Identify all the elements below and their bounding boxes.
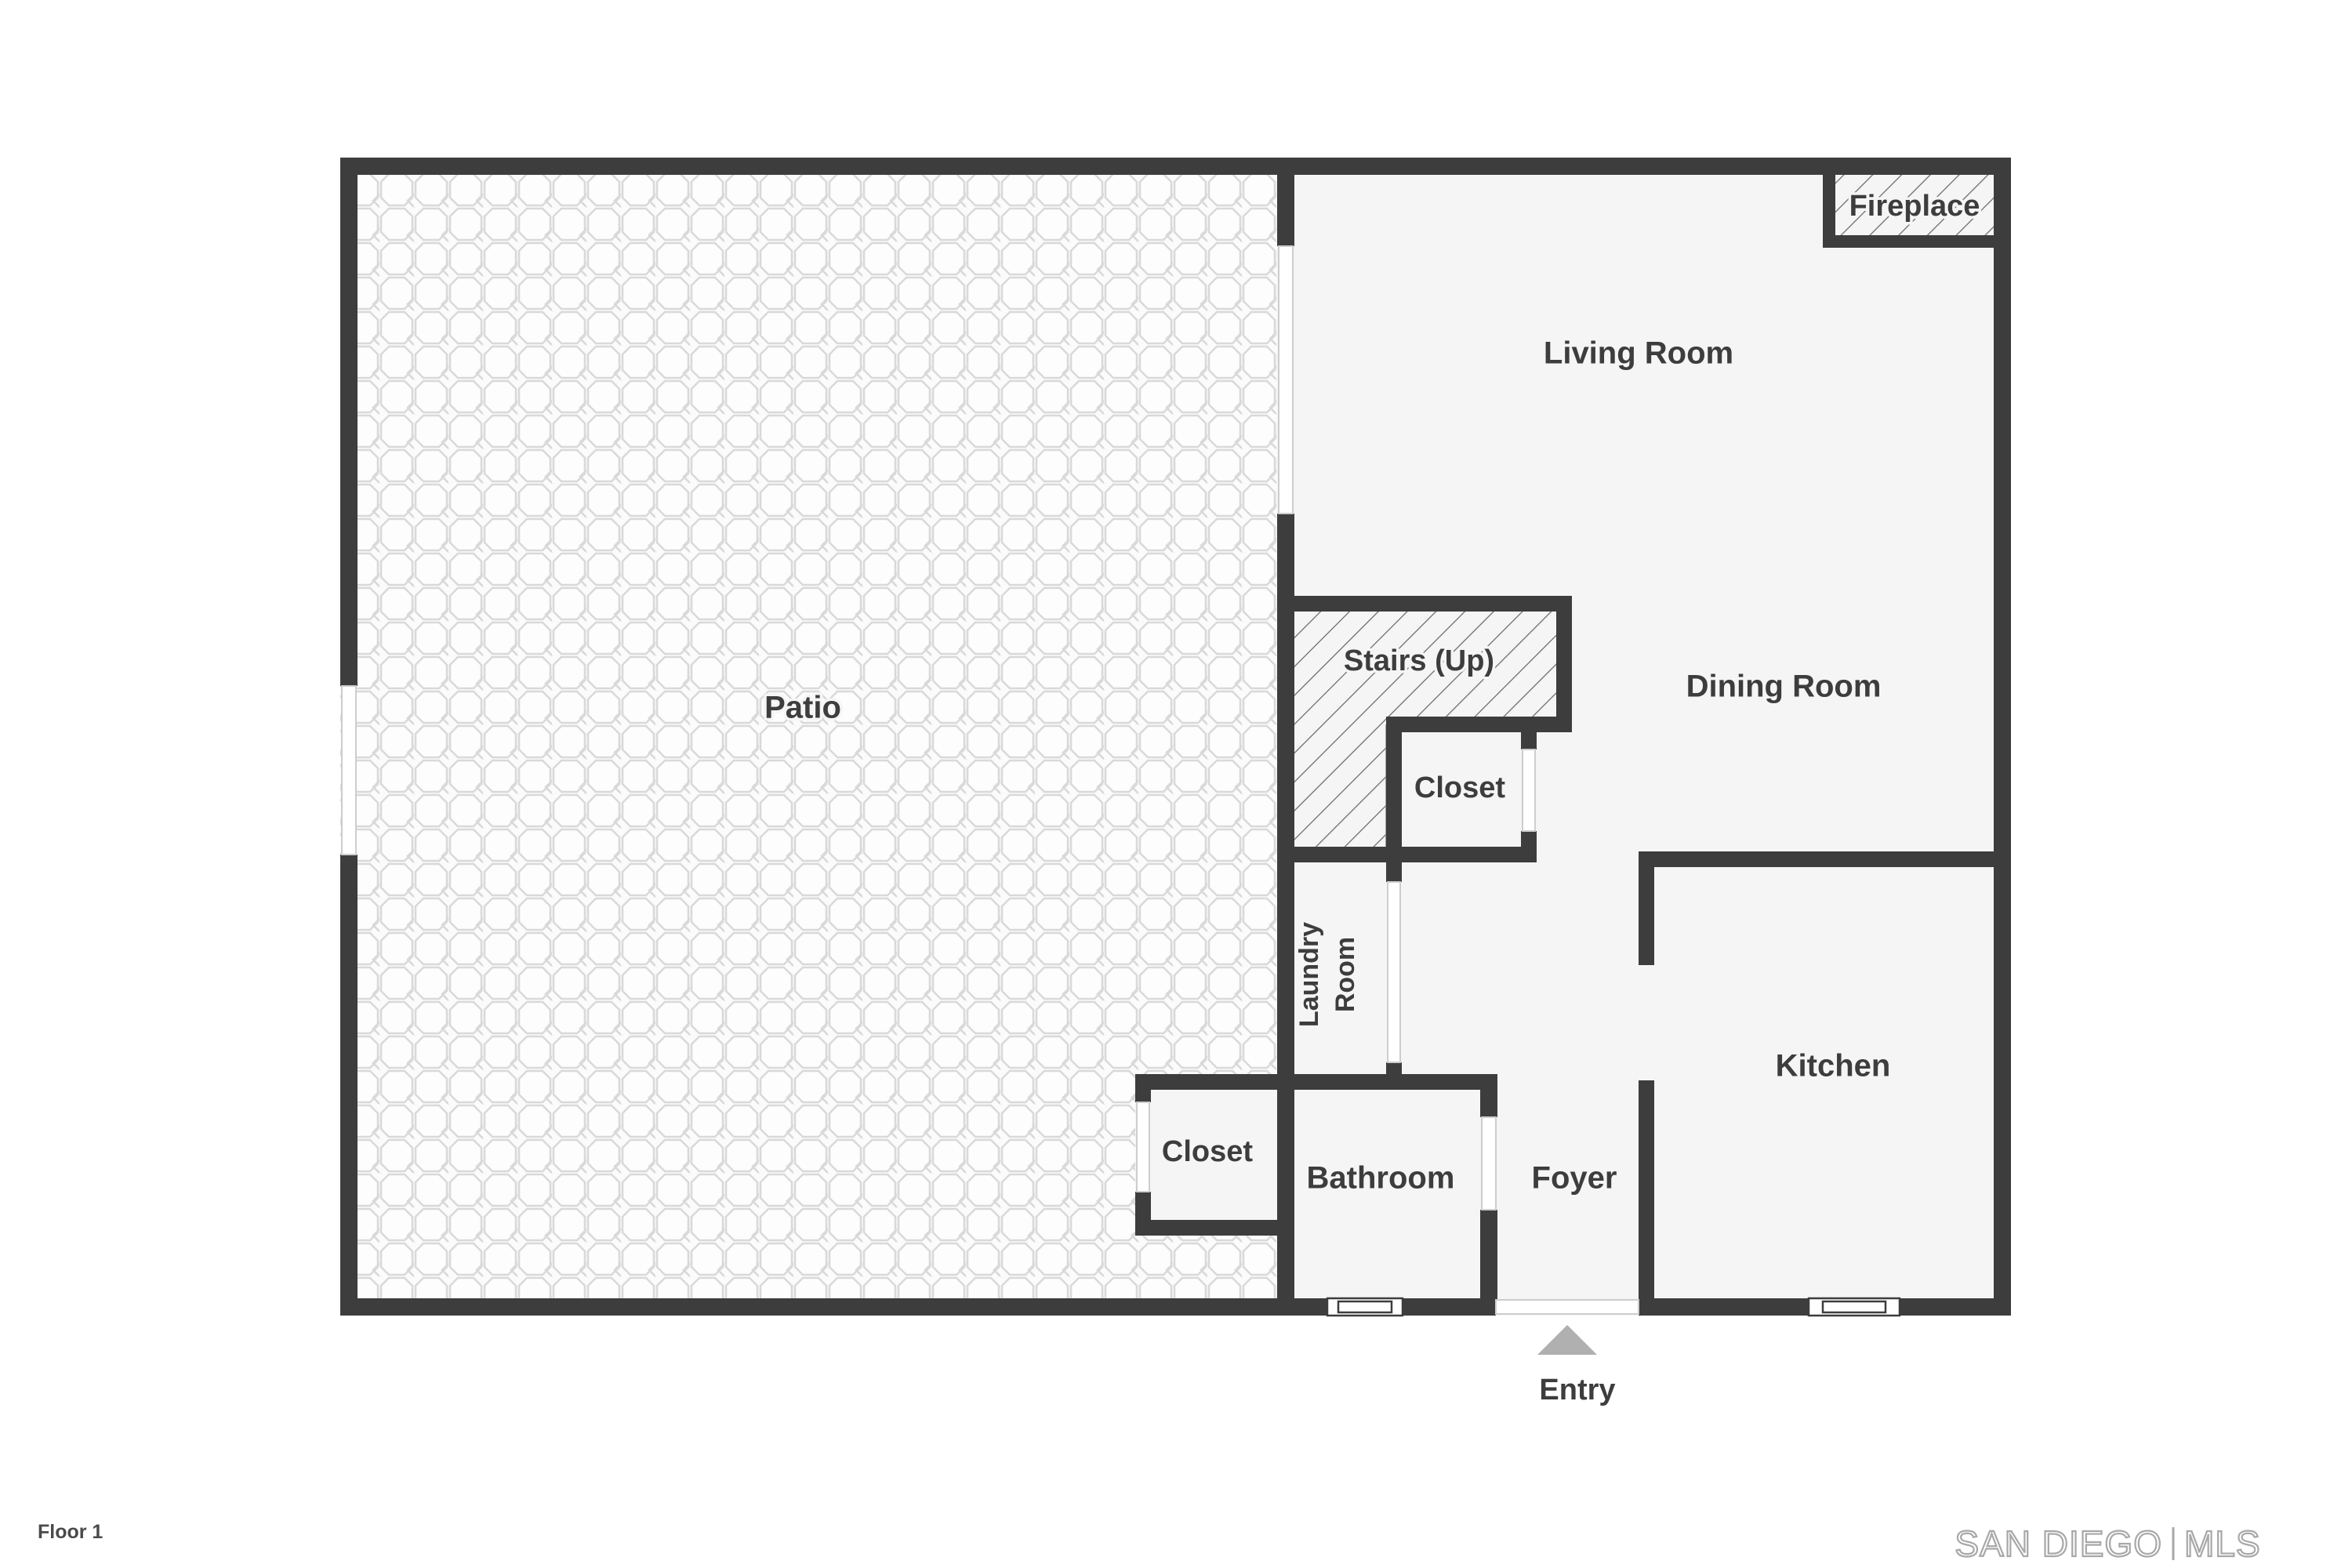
wall-bathroom-right-bottom [1480, 1210, 1497, 1314]
wall-closet-upper-bottom [1386, 847, 1537, 862]
logo-text-right: MLS [2184, 1523, 2261, 1564]
wall-fireplace-left [1823, 169, 1835, 245]
wall-laundry-right-top [1386, 862, 1402, 882]
room-label-closet-lower: Closet [1162, 1135, 1253, 1168]
wall-stairs-top [1277, 596, 1570, 612]
door-laundry-room[interactable] [1387, 881, 1401, 1063]
wall-bathroom-top [1277, 1074, 1497, 1090]
door-patio-slider[interactable] [1278, 245, 1294, 514]
door-bathroom-foyer[interactable] [1481, 1116, 1497, 1210]
openings [341, 245, 1901, 1317]
door-closet-lower[interactable] [1136, 1102, 1150, 1192]
san-diego-mls-logo: SAN DIEGO MLS [1954, 1523, 2261, 1565]
triangle-up-icon [1537, 1325, 1597, 1355]
door-closet-upper[interactable] [1522, 749, 1536, 832]
wall-stairs-right-upper [1556, 596, 1572, 731]
room-label-living-room: Living Room [1544, 336, 1733, 371]
wall-patio-divider-top [1277, 158, 1294, 246]
wall-stairs-left-leg [1386, 717, 1402, 862]
wall-closet-lower-right [1278, 1074, 1294, 1236]
closet-lower-floor [1135, 1082, 1286, 1236]
patio-floor [340, 158, 1277, 1316]
entry-label: Entry [1539, 1374, 1615, 1406]
room-label-foyer: Foyer [1532, 1161, 1617, 1196]
wall-exterior-left-upper [340, 158, 358, 686]
wall-exterior-top [340, 158, 2011, 175]
room-label-patio: Patio [764, 691, 841, 725]
window-bathroom [1326, 1297, 1404, 1317]
room-labels: Patio Living Room Fireplace Dining Room … [762, 187, 1983, 1199]
wall-kitchen-top [1639, 851, 2011, 867]
wall-fireplace-bottom [1823, 235, 2011, 248]
wall-stairs-bottom [1277, 847, 1402, 862]
wall-closet-lower-left-top [1135, 1074, 1151, 1102]
room-label-kitchen: Kitchen [1776, 1049, 1891, 1083]
room-label-fireplace: Fireplace [1849, 190, 1980, 223]
room-label-dining-room: Dining Room [1686, 670, 1882, 704]
wall-exterior-left-lower [340, 855, 358, 1316]
room-label-bathroom: Bathroom [1307, 1161, 1455, 1196]
hatched-zones [1286, 168, 1997, 855]
wall-closet-upper-right-bottom [1521, 831, 1537, 862]
wall-foyer-kitchen [1639, 1080, 1654, 1314]
logo-text-left: SAN DIEGO [1955, 1523, 2162, 1564]
room-label-closet-upper: Closet [1414, 771, 1505, 804]
door-patio-gate[interactable] [341, 685, 357, 855]
wall-dining-right-stub [1994, 306, 2011, 831]
wall-kitchen-left-upper [1639, 851, 1654, 965]
floor-caption: Floor 1 [38, 1521, 103, 1543]
wall-bathroom-right-top [1480, 1074, 1497, 1117]
room-label-laundry-room-line2: Room [1330, 937, 1360, 1012]
entry-marker-group: Entry [1537, 1325, 1616, 1406]
wall-closet-upper-right-top [1521, 717, 1537, 750]
wall-closet-lower-bottom [1135, 1220, 1294, 1236]
window-kitchen [1807, 1297, 1901, 1317]
room-label-laundry-room-line1: Laundry [1294, 922, 1324, 1027]
wall-closet-lower-top [1135, 1074, 1294, 1090]
walls [340, 158, 2011, 1316]
wall-closet-lower-left-bottom [1135, 1192, 1151, 1236]
door-front-entry[interactable] [1495, 1299, 1639, 1315]
wall-stairs-bottom-right [1386, 717, 1572, 732]
room-label-stairs-up: Stairs (Up) [1344, 644, 1494, 677]
wall-exterior-bottom-left [340, 1298, 1323, 1316]
